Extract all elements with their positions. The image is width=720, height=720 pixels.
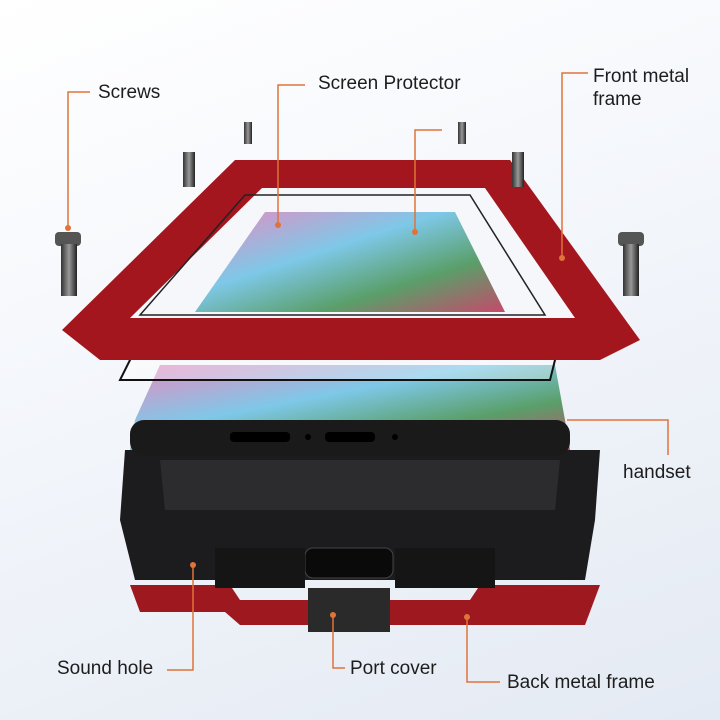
label-port-cover: Port cover	[350, 658, 437, 679]
leader-port-cover	[332, 615, 345, 669]
leader-dots	[65, 222, 565, 620]
label-front-metal-frame-line1: Front metal	[593, 66, 690, 87]
label-front-metal-frame: Front metal frame	[593, 65, 689, 111]
label-handset: handset	[623, 462, 691, 483]
label-sound-hole: Sound hole	[57, 658, 154, 679]
leader-handset	[567, 419, 669, 455]
back-metal-frame	[130, 585, 600, 632]
leader-back-frame	[466, 617, 500, 683]
label-back-metal-frame: Back metal frame	[507, 672, 655, 693]
screws	[55, 122, 644, 296]
label-screws: Screws	[98, 82, 161, 103]
leader-sound-hole	[167, 565, 194, 671]
leader-screws	[67, 91, 90, 228]
label-front-metal-frame-line2: frame	[593, 89, 642, 110]
leader-screen	[414, 129, 442, 232]
leader-front-frame	[561, 72, 588, 258]
front-metal-frame	[62, 160, 640, 360]
handset	[130, 365, 570, 456]
case-body	[120, 450, 600, 588]
label-screen-protector: Screen Protector	[318, 73, 461, 94]
leader-lines	[67, 72, 669, 683]
leader-screen-protector	[277, 84, 305, 225]
